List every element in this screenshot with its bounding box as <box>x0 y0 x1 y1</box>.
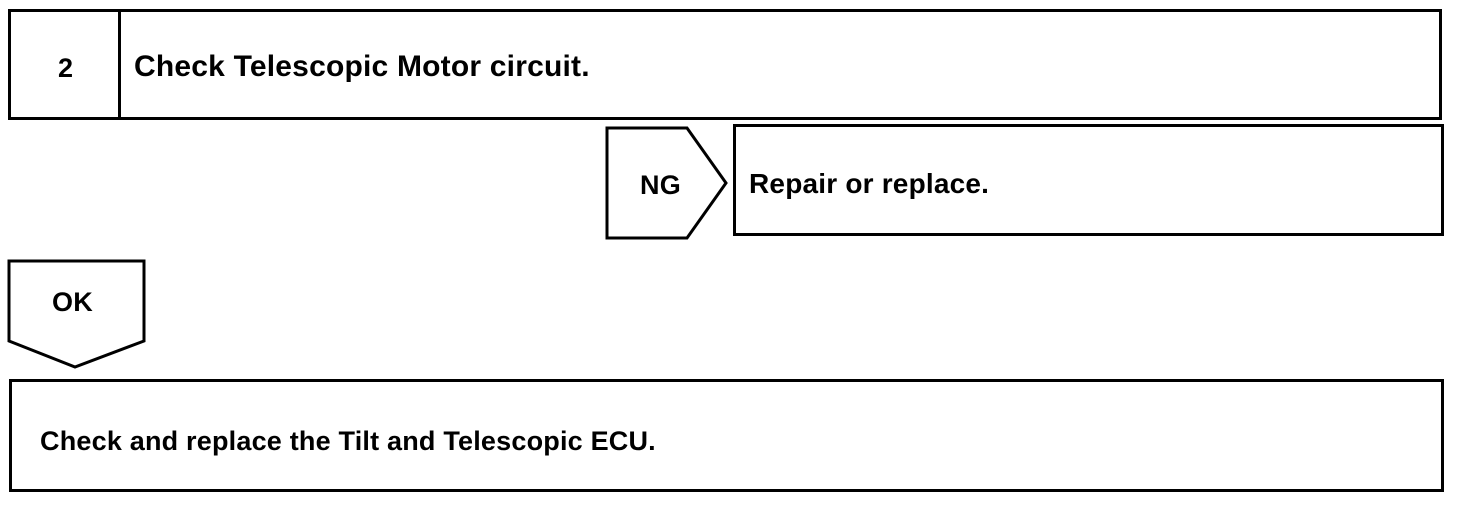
ok-arrow-shape <box>7 259 146 369</box>
ng-action-text: Repair or replace. <box>749 168 990 199</box>
final-action-box <box>9 379 1444 492</box>
final-action-text: Check and replace the Tilt and Telescopi… <box>40 426 656 456</box>
step-number: 2 <box>58 53 74 83</box>
ng-arrow-shape <box>605 126 728 240</box>
ng-label: NG <box>640 170 681 200</box>
step-box <box>8 9 1442 120</box>
ng-action-box <box>733 124 1444 236</box>
ok-label: OK <box>52 287 93 317</box>
step-title: Check Telescopic Motor circuit. <box>134 50 590 83</box>
step-number-divider <box>118 9 121 120</box>
